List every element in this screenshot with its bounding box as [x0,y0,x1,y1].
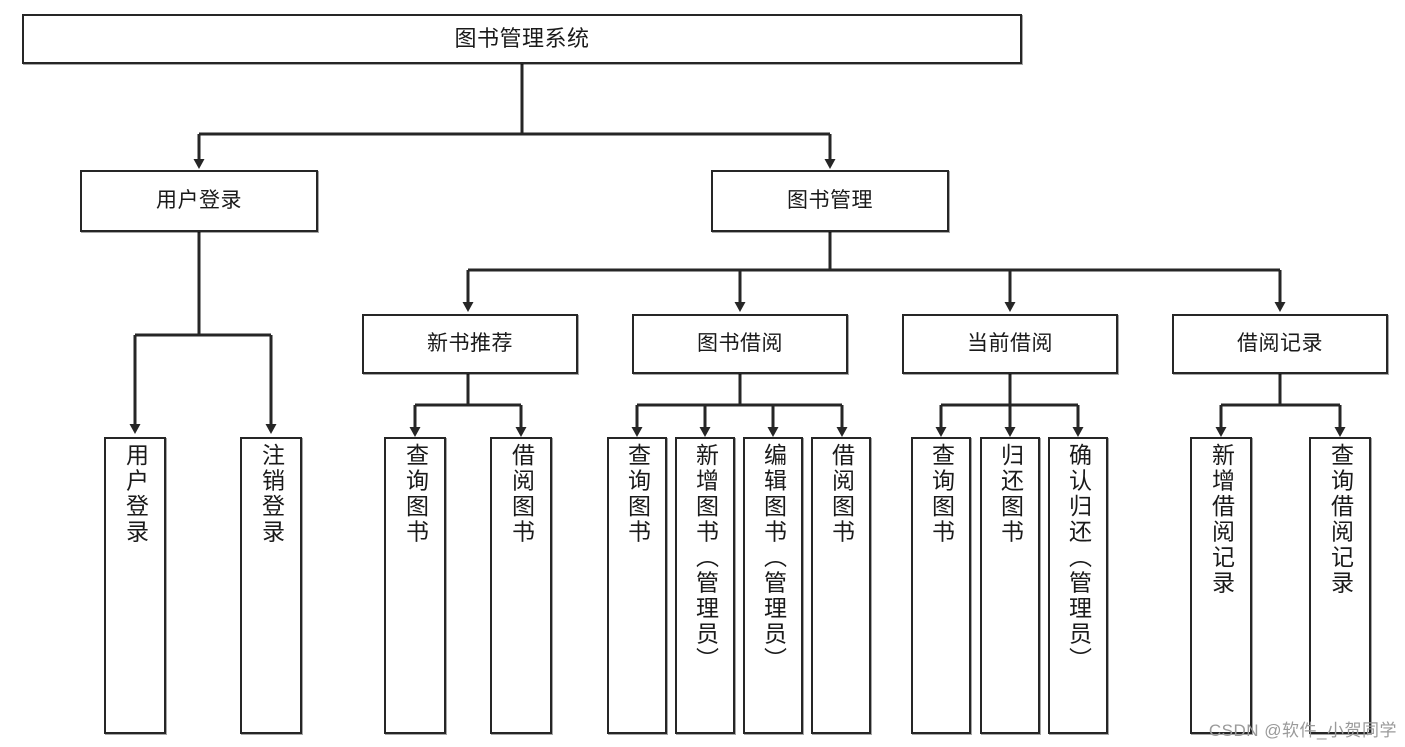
node-user-login[interactable]: 用户登录 [80,170,318,232]
leaf-query-book-borrowing[interactable]: 查询图书 [607,437,667,734]
node-current-borrowing[interactable]: 当前借阅 [902,314,1118,374]
leaf-add-borrow-record[interactable]: 新增借阅记录 [1190,437,1252,734]
node-label: 确认归还（管理员） [1065,443,1092,673]
node-book-borrowing[interactable]: 图书借阅 [632,314,848,374]
node-label: 借阅图书 [508,443,535,545]
leaf-query-borrow-record[interactable]: 查询借阅记录 [1309,437,1371,734]
node-label: 用户登录 [122,443,149,545]
node-label: 编辑图书（管理员） [760,443,787,673]
node-book-management[interactable]: 图书管理 [711,170,949,232]
watermark-text: CSDN @软件_小贺同学 [1208,721,1397,740]
node-label: 新增借阅记录 [1208,443,1235,596]
node-label: 用户登录 [156,189,242,213]
node-label: 新书推荐 [427,332,513,356]
leaf-query-book-recommendation[interactable]: 查询图书 [384,437,446,734]
leaf-borrow-book-borrowing[interactable]: 借阅图书 [811,437,871,734]
node-label: 查询图书 [624,443,651,545]
node-borrow-records[interactable]: 借阅记录 [1172,314,1388,374]
node-label: 借阅图书 [828,443,855,545]
node-label: 注销登录 [258,443,285,545]
node-label: 新增图书（管理员） [692,443,719,673]
leaf-user-login[interactable]: 用户登录 [104,437,166,734]
leaf-edit-book-admin[interactable]: 编辑图书（管理员） [743,437,803,734]
node-label: 图书管理 [787,189,873,213]
node-label: 查询借阅记录 [1327,443,1354,596]
leaf-query-book-current[interactable]: 查询图书 [911,437,971,734]
leaf-return-book[interactable]: 归还图书 [980,437,1040,734]
node-label: 图书管理系统 [454,25,590,51]
node-label: 图书借阅 [697,332,783,356]
leaf-borrow-book-recommendation[interactable]: 借阅图书 [490,437,552,734]
node-label: 借阅记录 [1237,332,1323,356]
node-label: 归还图书 [997,443,1024,545]
node-root-system[interactable]: 图书管理系统 [22,14,1022,64]
node-label: 查询图书 [402,443,429,545]
node-new-book-recommendation[interactable]: 新书推荐 [362,314,578,374]
node-label: 当前借阅 [967,332,1053,356]
node-label: 查询图书 [928,443,955,545]
leaf-add-book-admin[interactable]: 新增图书（管理员） [675,437,735,734]
leaf-logout-login[interactable]: 注销登录 [240,437,302,734]
leaf-confirm-return-admin[interactable]: 确认归还（管理员） [1048,437,1108,734]
